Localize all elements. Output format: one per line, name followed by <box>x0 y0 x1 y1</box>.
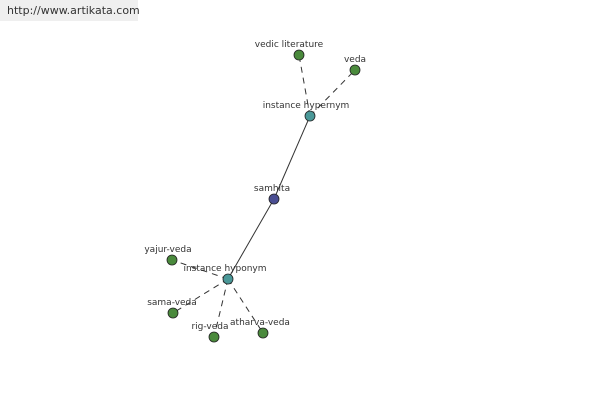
node-label-hypernym[interactable]: instance hypernym <box>263 101 350 111</box>
node-atharva[interactable] <box>257 327 269 339</box>
node-vedic[interactable] <box>293 49 305 61</box>
node-label-veda[interactable]: veda <box>344 55 366 65</box>
labels-layer: samhita instance hypernym instance hyponym… <box>144 40 366 332</box>
node-sama[interactable] <box>167 307 179 319</box>
edge-hyponym-yajur <box>171 259 229 280</box>
edge-hyponym-rig <box>213 278 229 338</box>
node-yajur[interactable] <box>166 254 178 266</box>
node-veda[interactable] <box>349 64 361 76</box>
node-label-rig[interactable]: rig-veda <box>191 322 228 332</box>
node-samhita[interactable] <box>268 193 280 205</box>
node-hyponym[interactable] <box>222 273 234 285</box>
node-label-hyponym[interactable]: instance hyponym <box>183 264 266 274</box>
edges-layer <box>171 54 356 338</box>
edge-samhita-hypernym <box>273 115 311 200</box>
nodes-layer <box>166 49 361 343</box>
edge-samhita-hyponym <box>227 198 275 280</box>
node-label-vedic[interactable]: vedic literature <box>255 40 324 50</box>
site-url-banner[interactable]: http://www.artikata.com <box>0 0 140 21</box>
node-label-atharva[interactable]: atharva-veda <box>230 318 290 328</box>
node-rig[interactable] <box>208 331 220 343</box>
node-label-yajur[interactable]: yajur-veda <box>144 245 191 255</box>
node-label-samhita[interactable]: samhita <box>254 184 290 194</box>
node-label-sama[interactable]: sama-veda <box>147 298 197 308</box>
node-hypernym[interactable] <box>304 110 316 122</box>
